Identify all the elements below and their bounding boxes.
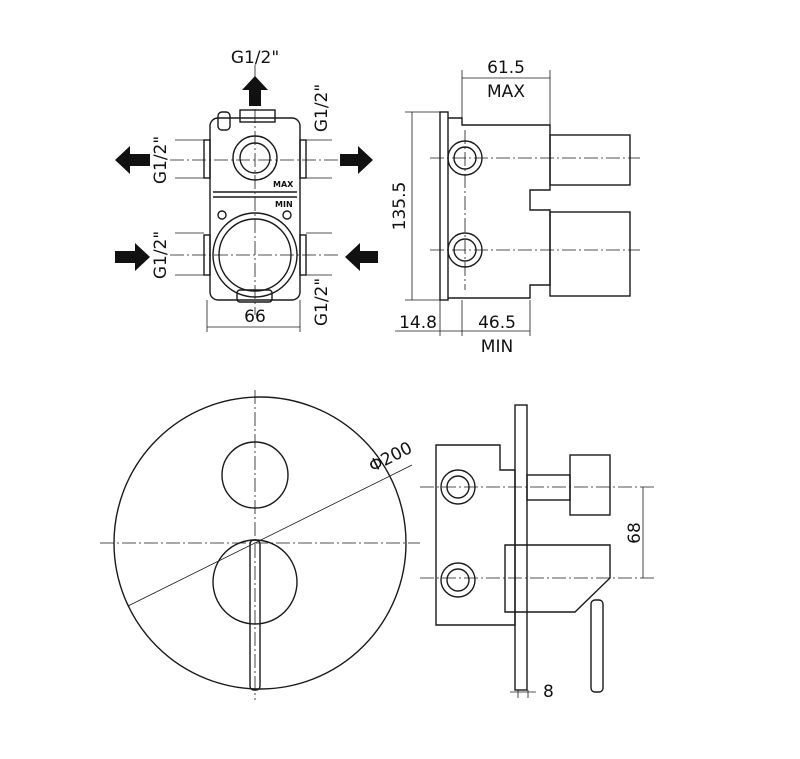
arrow-right-icon [115,243,150,271]
width-dimension: 66 [244,307,266,327]
valve-body-front-view: MAX MIN G1/2" G1/2" G1/2" G1/2" G1/2" 66 [115,48,378,332]
assembled-side-view: 68 8 [420,404,655,702]
min-depth-dimension: 46.5 [478,313,516,333]
plate-dimension: 14.8 [399,313,437,333]
min-mark: MIN [275,200,293,209]
port-label-right-upper: G1/2" [312,84,332,132]
plate-thickness-dimension: 8 [543,682,554,702]
arrow-left-icon [115,146,150,174]
arrow-right-icon [340,146,373,174]
arrow-up-icon [242,76,268,106]
cover-plate-front-view: Φ200 [100,390,420,700]
diameter-dimension: Φ200 [366,438,416,477]
port-label-left-lower: G1/2" [151,231,171,279]
port-label-left-upper: G1/2" [151,136,171,184]
spacing-dimension: 68 [625,522,645,544]
max-mark: MAX [273,180,294,189]
port-label-top: G1/2" [231,48,279,68]
min-depth-label: MIN [481,337,513,357]
valve-body-side-view: 135.5 61.5 MAX 14.8 46.5 MIN [390,58,640,357]
max-depth-dimension: 61.5 [487,58,525,78]
port-label-right-lower: G1/2" [312,278,332,326]
max-depth-label: MAX [487,82,525,102]
arrow-left-icon [345,243,378,271]
height-dimension: 135.5 [390,182,410,231]
